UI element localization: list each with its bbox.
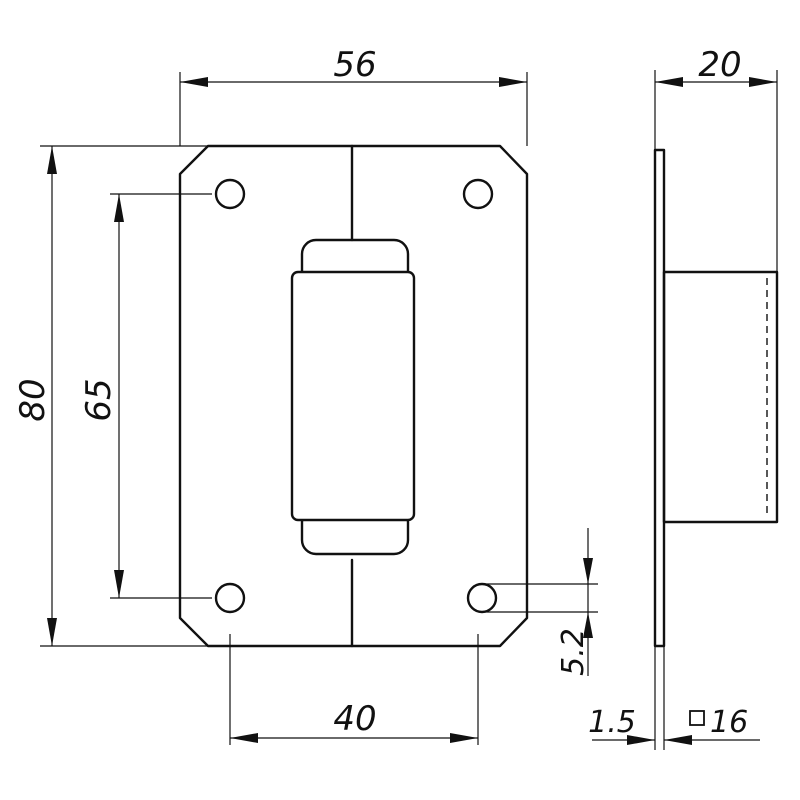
dim-depth-label: 20: [698, 45, 741, 85]
dim-hole-diameter-label: 5.2: [556, 628, 591, 676]
mounting-hole-bottom-left: [214, 582, 246, 614]
side-latch-box: [662, 270, 779, 524]
dim-hole-horizontal-label: 40: [333, 699, 376, 739]
dim-plate-thickness: 1.5: [588, 646, 760, 750]
dim-height: 80: [13, 145, 208, 647]
dim-plate-thickness-label: 1.5: [588, 705, 636, 740]
dim-width-label: 56: [333, 45, 376, 85]
side-plate: [653, 148, 666, 648]
square-symbol-icon: [689, 710, 705, 726]
dim-hole-horizontal: 40: [229, 634, 479, 745]
dim-square-section: 16: [689, 705, 748, 740]
dim-height-label: 80: [13, 378, 53, 421]
dim-hole-vertical-label: 65: [79, 378, 119, 421]
front-view: [178, 144, 529, 648]
base-plate-outline: [178, 144, 529, 648]
mounting-hole-bottom-right: [466, 582, 498, 614]
latch-body: [290, 270, 416, 522]
dim-hole-vertical: 65: [79, 193, 212, 599]
side-view: [653, 148, 779, 648]
dim-width: 56: [179, 45, 528, 146]
mounting-hole-top-right: [462, 178, 494, 210]
dim-depth: 20: [654, 45, 778, 272]
dim-hole-diameter: 5.2: [482, 528, 598, 676]
mounting-hole-top-left: [214, 178, 246, 210]
dim-square-section-label: 16: [710, 705, 748, 740]
